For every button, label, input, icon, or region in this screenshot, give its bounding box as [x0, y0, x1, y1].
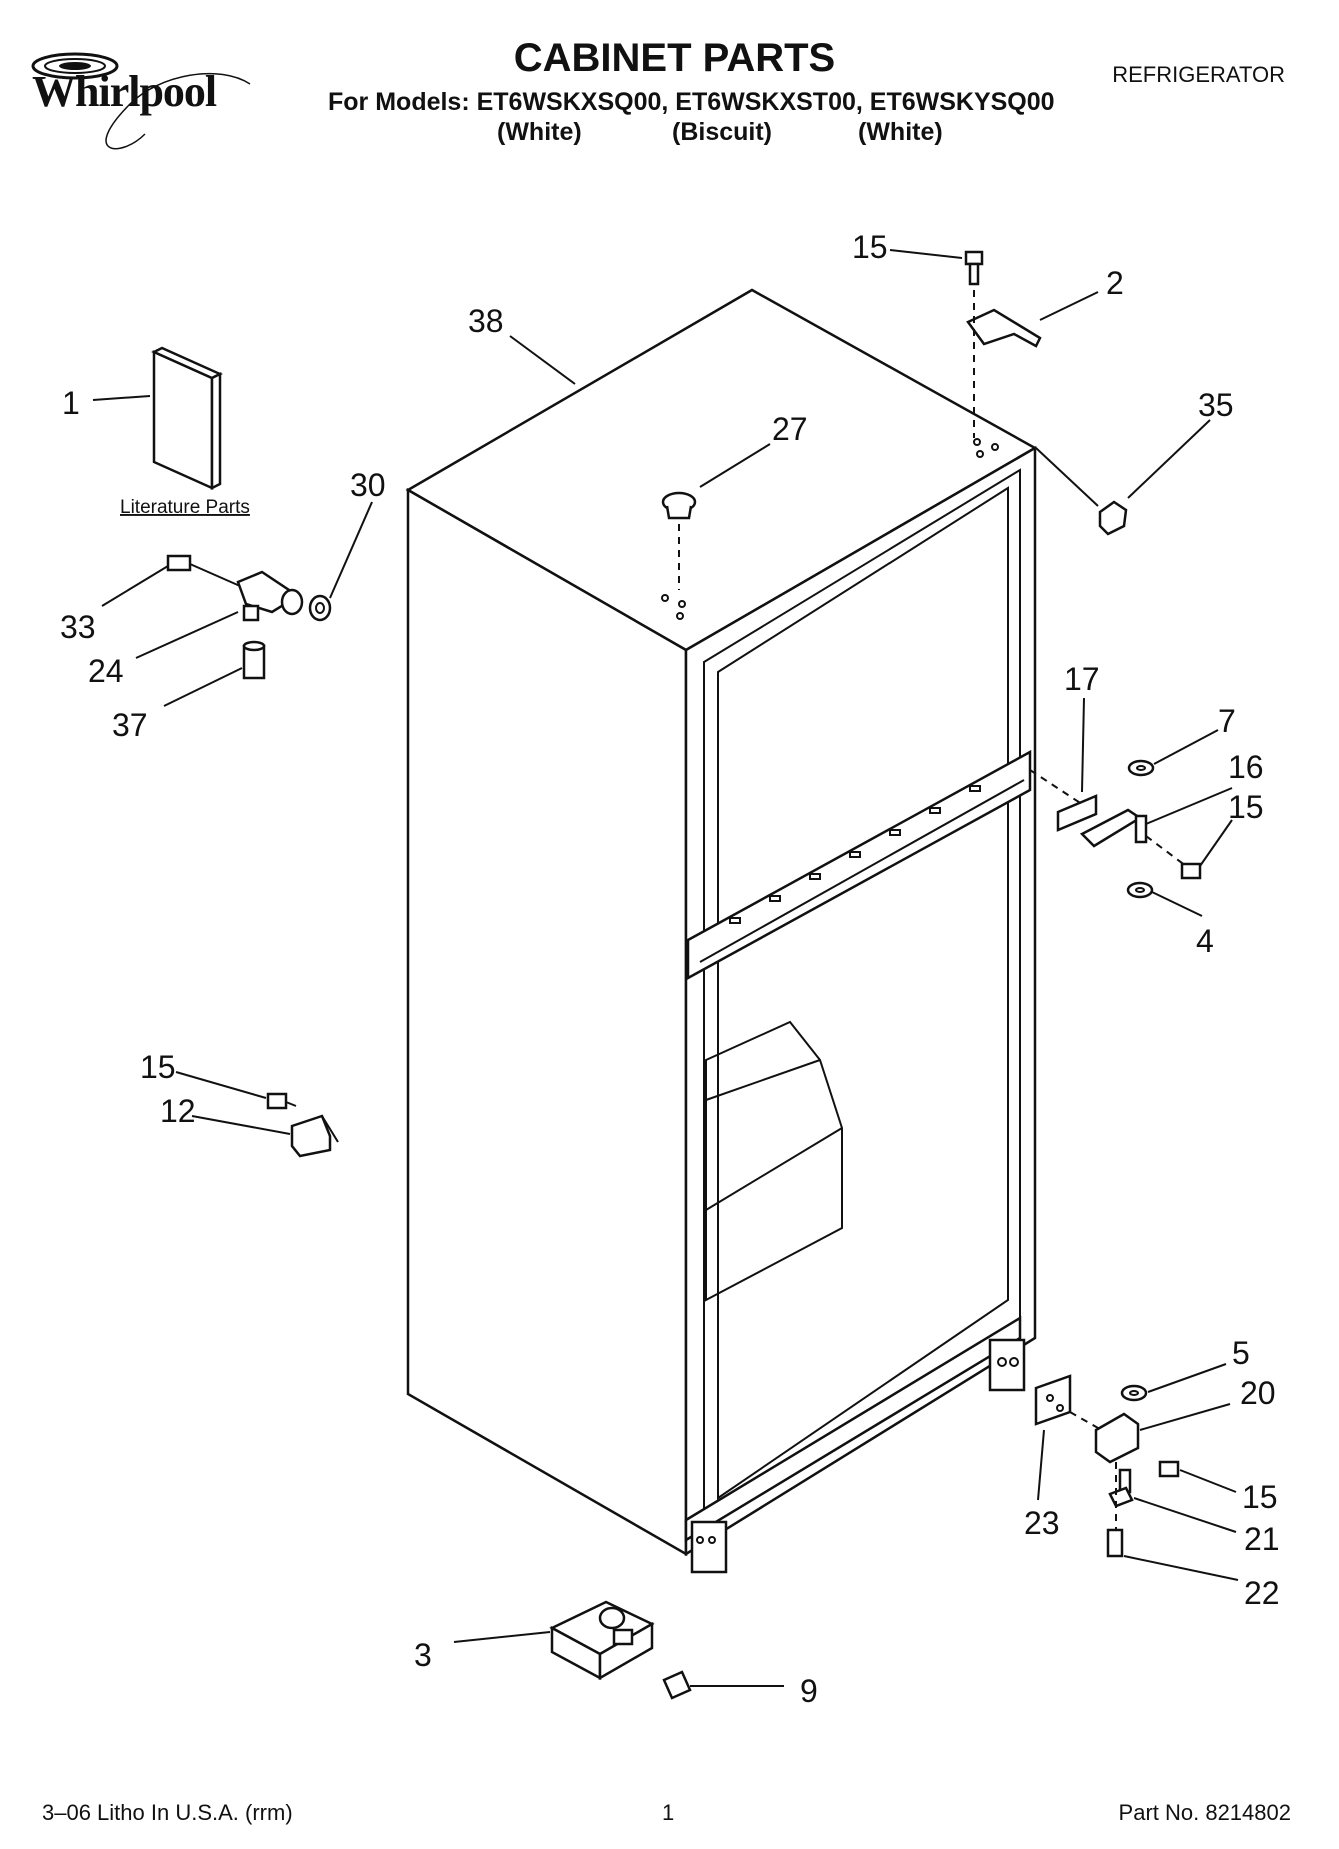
callout-4: 4 [1196, 923, 1214, 959]
callout-9: 9 [800, 1673, 818, 1709]
callout-2: 2 [1106, 265, 1124, 301]
callout-33: 33 [60, 609, 96, 645]
top-hinge-icon [964, 250, 1042, 438]
callout-20: 20 [1240, 1375, 1276, 1411]
roller-assembly-icon [549, 1600, 692, 1700]
callout-5: 5 [1232, 1335, 1250, 1371]
callout-37: 37 [112, 707, 148, 743]
models-line: For Models: ET6WSKXSQ00, ET6WSKXST00, ET… [328, 88, 1055, 116]
literature-parts-label: Literature Parts [120, 497, 250, 518]
center-hinge-icon [1029, 759, 1202, 899]
callout-15-top: 15 [852, 229, 888, 265]
variant-label-3: (White) [858, 118, 943, 146]
callout-12: 12 [160, 1093, 196, 1129]
whirlpool-logo: Whirlpool [20, 44, 280, 164]
callout-7: 7 [1218, 703, 1236, 739]
part-number: Part No. 8214802 [1118, 1800, 1291, 1825]
cabinet-body [405, 288, 1038, 1574]
hinge-cap-icon [1035, 447, 1128, 536]
variant-label-1: (White) [497, 118, 582, 146]
callout-35: 35 [1198, 387, 1234, 423]
footer-litho: 3–06 Litho In U.S.A. (rrm) [42, 1800, 293, 1825]
literature-parts-icon [151, 346, 223, 491]
logo-swirl-icon [31, 52, 251, 150]
callout-24: 24 [88, 653, 124, 689]
left-hinge-bracket-icon [266, 1092, 339, 1158]
callout-30: 30 [350, 467, 386, 503]
callout-17: 17 [1064, 661, 1100, 697]
callout-16: 16 [1228, 749, 1264, 785]
leader-lines [92, 249, 1239, 1687]
callout-1: 1 [62, 385, 80, 421]
callout-labels: 15 2 38 1 35 27 30 33 24 37 17 7 16 15 4… [60, 229, 1280, 1709]
brand-name: Whirlpool [32, 67, 217, 116]
callout-22: 22 [1244, 1575, 1280, 1611]
bottom-hinge-icon [1034, 1374, 1180, 1558]
product-label: REFRIGERATOR [1112, 62, 1285, 87]
callout-23: 23 [1024, 1505, 1060, 1541]
callout-21: 21 [1244, 1521, 1280, 1557]
plug-button-icon [661, 491, 697, 590]
callout-15-center: 15 [1228, 789, 1264, 825]
door-closer-icon [166, 554, 332, 680]
page-title: CABINET PARTS [513, 36, 836, 80]
callout-15-left: 15 [140, 1049, 176, 1085]
page-number: 1 [662, 1800, 675, 1825]
variant-label-2: (Biscuit) [672, 118, 772, 146]
callout-38: 38 [468, 303, 504, 339]
callout-3: 3 [414, 1637, 432, 1673]
callout-15-bottom: 15 [1242, 1479, 1278, 1515]
callout-27: 27 [772, 411, 808, 447]
